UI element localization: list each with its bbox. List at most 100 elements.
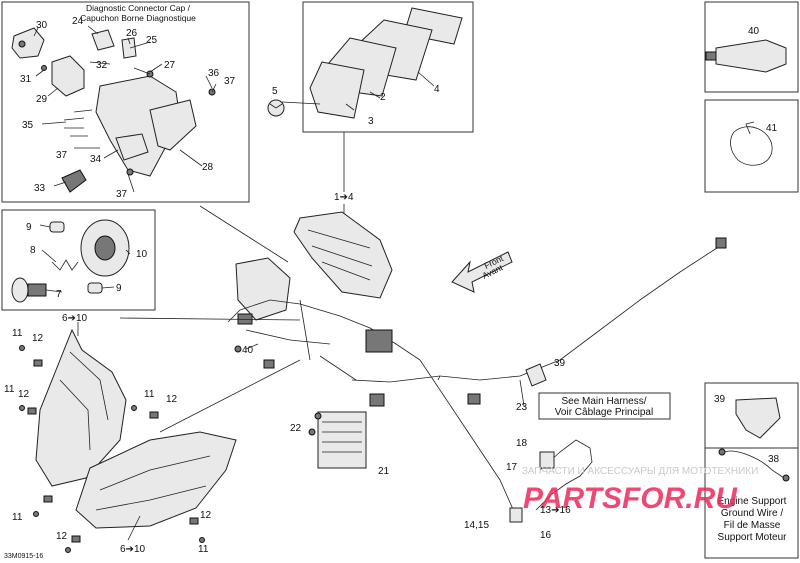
callout-35: 35: [22, 120, 34, 131]
harness-note-box: [538, 392, 671, 420]
callout-37c: 37: [116, 189, 128, 200]
bulb-cap-9a: [49, 221, 65, 233]
clip-39-detail: [735, 397, 781, 439]
callout-12c: 12: [166, 394, 178, 405]
connector-24: [91, 29, 115, 51]
bracket-28: [149, 99, 197, 151]
callout-38: 38: [768, 454, 780, 465]
ground-note-1: Engine Support: [718, 496, 787, 507]
frame-clamp: [704, 99, 799, 193]
callout-21: 21: [378, 466, 390, 477]
sensor-14-15: [509, 507, 523, 523]
headlight-left: [35, 328, 127, 487]
harness-note-fr: Voir Câblage Principal: [555, 407, 653, 418]
front-arrow: [451, 251, 513, 293]
callout-24: 24: [72, 16, 84, 27]
watermark-logo: PARTSFOR.RU: [523, 482, 738, 515]
sensor-17: [539, 451, 555, 469]
callout-41: 41: [766, 123, 778, 134]
frame-sealant: [704, 1, 799, 93]
callout-5: 5: [272, 86, 278, 97]
frame-ground: [704, 447, 799, 559]
connector-26-25: [121, 37, 137, 59]
bulb-7: [11, 277, 29, 303]
callout-27: 27: [164, 60, 176, 71]
bracket-29-32: [51, 55, 85, 97]
callout-1-4: 1➔4: [334, 192, 354, 203]
callout-12b: 12: [18, 389, 30, 400]
cluster-housing-3: [309, 61, 365, 119]
callout-4: 4: [434, 84, 440, 95]
ground-wire-38: [723, 450, 785, 479]
frame-cluster: [302, 1, 474, 133]
ignition-switch-34: [115, 133, 149, 161]
callout-6-10b: 6➔10: [120, 544, 146, 555]
mount-bracket: [235, 257, 291, 321]
headlight-right: [75, 431, 237, 529]
callout-36: 36: [208, 68, 220, 79]
harness-connector-c: [369, 393, 385, 407]
callout-29: 29: [36, 94, 48, 105]
spring-8: [51, 259, 79, 271]
callout-28: 28: [202, 162, 214, 173]
bulb-cap-9b: [87, 282, 103, 294]
bolts-35: [63, 109, 93, 137]
diag-cap-title-fr: Capuchon Borne Diagnostique: [80, 13, 196, 23]
clip-39: [525, 363, 547, 387]
diag-cap-title-en: Diagnostic Connector Cap /: [86, 3, 191, 13]
wire-harness-center: [227, 299, 421, 381]
callout-25: 25: [146, 35, 158, 46]
harness-connector-d: [263, 359, 275, 369]
watermark-text: ЗАПЧАСТИ И АКСЕССУАРЫ ДЛЯ МОТОТЕХНИКИ: [522, 466, 759, 477]
key-33: [61, 169, 87, 193]
sensor-wire: [419, 359, 593, 517]
ground-note-4: Support Moteur: [718, 532, 788, 543]
callout-6-10a: 6➔10: [62, 313, 88, 324]
callout-7: 7: [56, 289, 62, 300]
callout-11b: 11: [4, 384, 15, 395]
callout-23: 23: [516, 402, 528, 413]
callout-9b: 9: [116, 283, 122, 294]
callout-8: 8: [30, 245, 36, 256]
drop-40: [234, 345, 242, 353]
callout-40b: 40: [748, 26, 760, 37]
callout-26: 26: [126, 28, 138, 39]
frame-headlight: [1, 209, 156, 311]
callout-16: 16: [540, 530, 552, 541]
callout-14-15: 14,15: [464, 520, 489, 531]
ground-note-3: Fil de Masse: [724, 520, 781, 531]
callout-32: 32: [96, 60, 108, 71]
callout-22: 22: [290, 423, 302, 434]
callout-12a: 12: [32, 333, 44, 344]
diagnostic-cap: [11, 27, 45, 59]
callout-17: 17: [506, 462, 518, 473]
harness-note-en: See Main Harness/: [561, 396, 646, 407]
callout-11d: 11: [12, 512, 23, 523]
callout-12d: 12: [56, 531, 68, 542]
callout-11a: 11: [12, 328, 23, 339]
callout-11c: 11: [144, 389, 155, 400]
main-harness-23: [351, 245, 721, 383]
callout-labels: 30 24 26 25 32 27 36 37 31 29 35 37 34 2…: [4, 16, 780, 555]
callout-30: 30: [36, 20, 48, 31]
callout-39a: 39: [554, 358, 566, 369]
callout-37a: 37: [224, 76, 236, 87]
callout-13-16: 13➔16: [540, 505, 571, 516]
frame-diagnostic: [1, 1, 250, 203]
callout-31: 31: [20, 74, 32, 85]
regulator-21: [317, 411, 367, 469]
callout-9a: 9: [26, 222, 32, 233]
diagram-code: 33M0915-16: [4, 553, 43, 560]
nut-22: [314, 412, 322, 420]
ground-note-2: Ground Wire /: [721, 508, 783, 519]
callout-40a: 40: [242, 345, 254, 356]
clamp-41: [730, 126, 773, 166]
callout-2: 2: [380, 92, 386, 103]
cluster-assembly: [293, 211, 393, 299]
callout-37b: 37: [56, 150, 68, 161]
callout-18: 18: [516, 438, 528, 449]
callout-12e: 12: [200, 510, 212, 521]
callout-10: 10: [136, 249, 148, 260]
harness-connector-b: [365, 329, 393, 353]
